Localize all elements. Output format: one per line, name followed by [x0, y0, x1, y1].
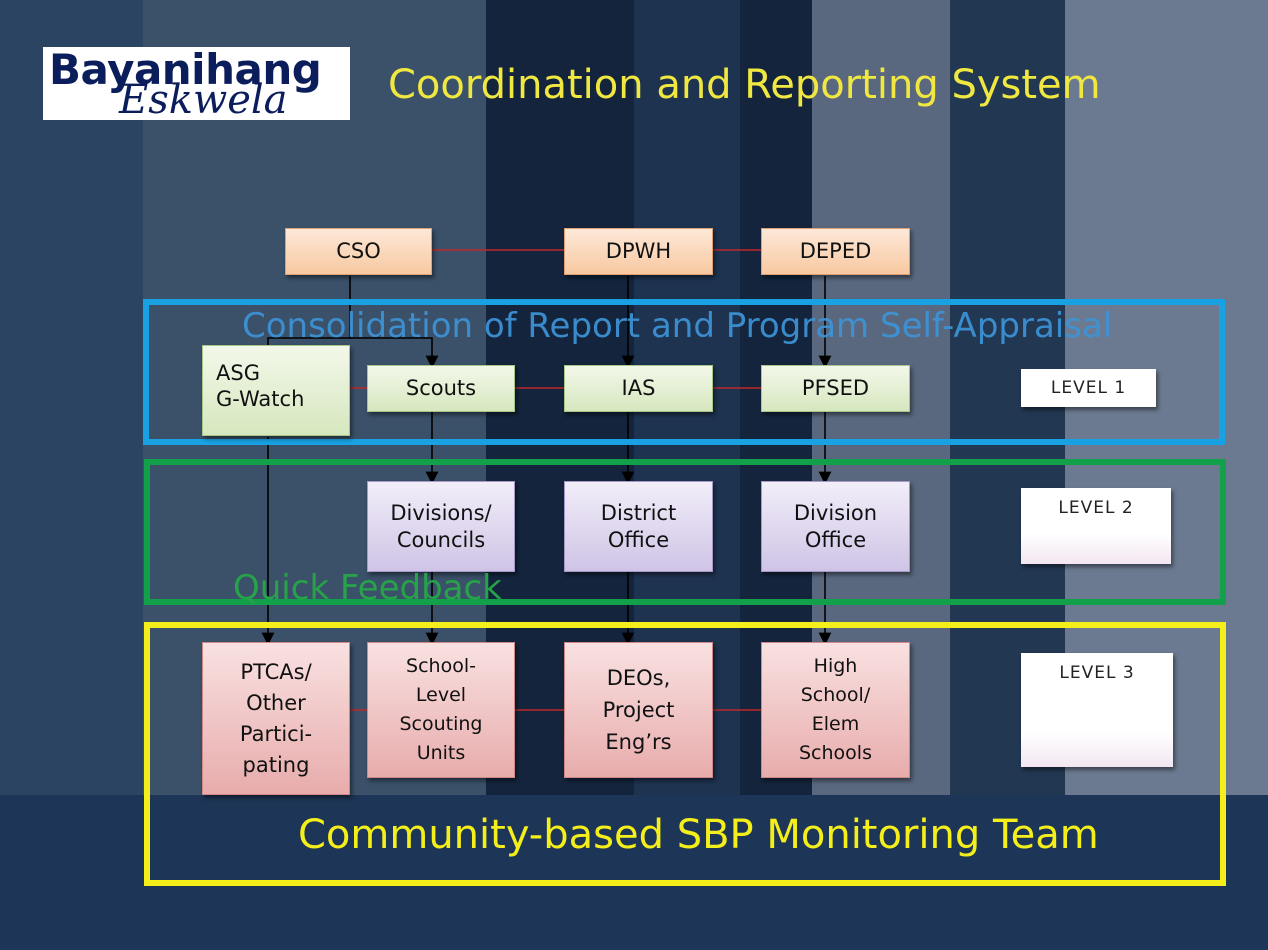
cso-box: CSO [285, 228, 432, 275]
bg-stripe [634, 0, 740, 950]
deos-project-engrs-box: DEOs, Project Eng’rs [564, 642, 713, 778]
bg-stripe [1065, 0, 1268, 950]
ptcas-box: PTCAs/ Other Partici- pating [202, 642, 350, 795]
ias-box: IAS [564, 365, 713, 412]
bayanihang-eskwela-logo: Bayanihang Eskwela [43, 47, 350, 120]
level1-frame [143, 299, 1225, 445]
level1-label: LEVEL 1 [1021, 369, 1156, 407]
level3-frame [144, 622, 1226, 886]
bg-stripe [812, 0, 950, 950]
bg-stripe [740, 0, 812, 950]
logo-word-bayanihang: Bayanihang [49, 47, 322, 94]
logo-word-eskwela: Eskwela [119, 77, 288, 120]
quick-feedback-label: Quick Feedback [233, 568, 502, 608]
high-school-elem-box: High School/ Elem Schools [761, 642, 910, 778]
division-office-box: Division Office [761, 481, 910, 572]
district-office-box: District Office [564, 481, 713, 572]
arrow-cso-scouts [350, 337, 439, 369]
bg-stripe [486, 0, 634, 950]
scouts-box: Scouts [367, 365, 515, 412]
bg-stripe [0, 0, 143, 950]
page-title: Coordination and Reporting System [388, 62, 1101, 108]
school-level-scouting-box: School- Level Scouting Units [367, 642, 515, 778]
divisions-councils-box: Divisions/ Councils [367, 481, 515, 572]
level3-label: LEVEL 3 [1021, 653, 1173, 767]
consolidation-label: Consolidation of Report and Program Self… [242, 306, 1113, 346]
pfsed-box: PFSED [761, 365, 910, 412]
bottom-band [0, 795, 1268, 950]
level2-label: LEVEL 2 [1021, 488, 1171, 564]
level2-frame [144, 459, 1226, 605]
deped-box: DEPED [761, 228, 910, 275]
community-monitoring-label: Community-based SBP Monitoring Team [298, 812, 1099, 858]
dpwh-box: DPWH [564, 228, 713, 275]
asg-gwatch-box: ASG G-Watch [202, 345, 350, 436]
bg-stripe [950, 0, 1065, 950]
